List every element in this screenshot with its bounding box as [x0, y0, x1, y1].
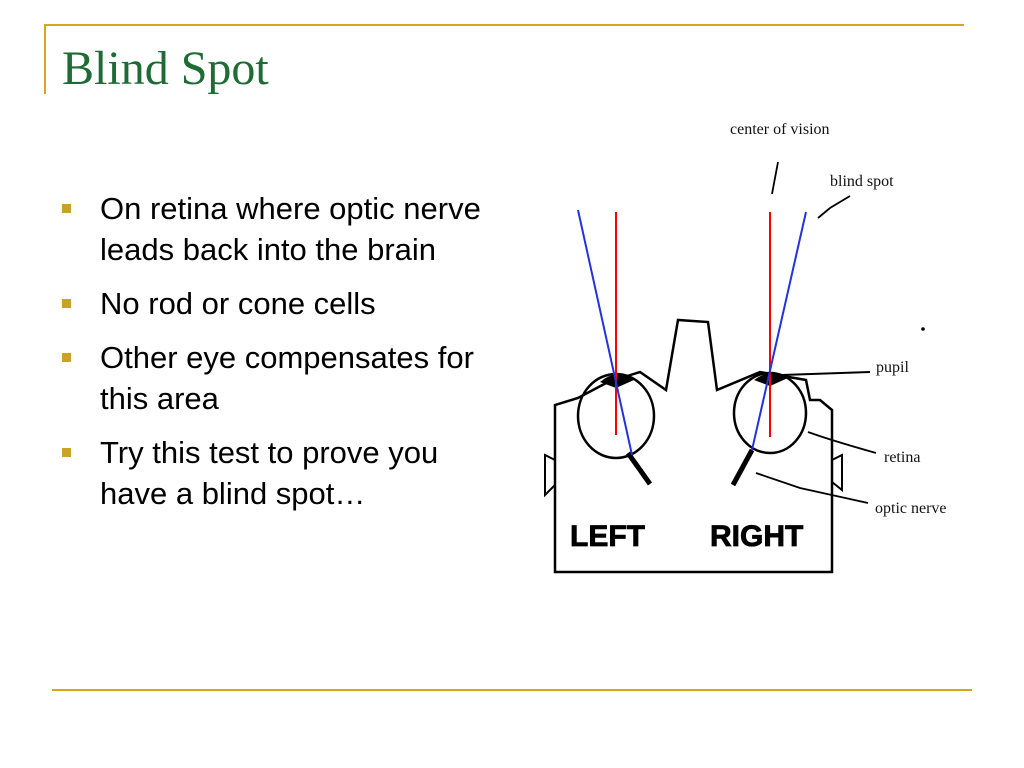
right-optic-nerve [730, 448, 755, 487]
bullet-text: No rod or cone cells [100, 286, 376, 321]
optic-nerve-label: optic nerve [875, 500, 947, 517]
bullet-text: Try this test to prove you have a blind … [100, 435, 439, 511]
right-ear [831, 453, 843, 493]
bullet-text: On retina where optic nerve leads back i… [100, 191, 481, 267]
blind-spot-label: blind spot [830, 173, 894, 190]
pupil-leader [781, 371, 871, 376]
square-bullet-icon [62, 204, 71, 213]
right-blind-spot-line [751, 211, 807, 451]
center-of-vision-leader [771, 161, 779, 195]
retina-leader [807, 431, 877, 454]
left-eye-label: LEFT [570, 520, 645, 553]
bullet-item: Other eye compensates for this area [62, 337, 512, 419]
blind-spot-leader [817, 195, 851, 219]
top-frame-rule [44, 24, 964, 26]
slide-title: Blind Spot [62, 42, 269, 95]
bullet-text: Other eye compensates for this area [100, 340, 474, 416]
left-blind-spot-line [577, 209, 633, 456]
square-bullet-icon [62, 299, 71, 308]
right-eye-label: RIGHT [710, 520, 803, 553]
bullet-item: No rod or cone cells [62, 283, 512, 324]
footer-rule [52, 689, 972, 691]
stray-dot [921, 327, 925, 331]
bullet-item: Try this test to prove you have a blind … [62, 432, 512, 514]
left-optic-nerve [625, 451, 653, 486]
square-bullet-icon [62, 353, 71, 362]
bullet-list: On retina where optic nerve leads back i… [62, 188, 512, 527]
bullet-item: On retina where optic nerve leads back i… [62, 188, 512, 270]
square-bullet-icon [62, 448, 71, 457]
retina-label: retina [884, 449, 920, 466]
left-ear [544, 453, 556, 498]
left-frame-rule [44, 24, 46, 94]
center-of-vision-label: center of vision [730, 121, 830, 138]
optic-nerve-leader [755, 472, 869, 504]
pupil-label: pupil [876, 359, 909, 376]
blind-spot-diagram: center of vision blind spot pupil retina… [544, 121, 947, 574]
